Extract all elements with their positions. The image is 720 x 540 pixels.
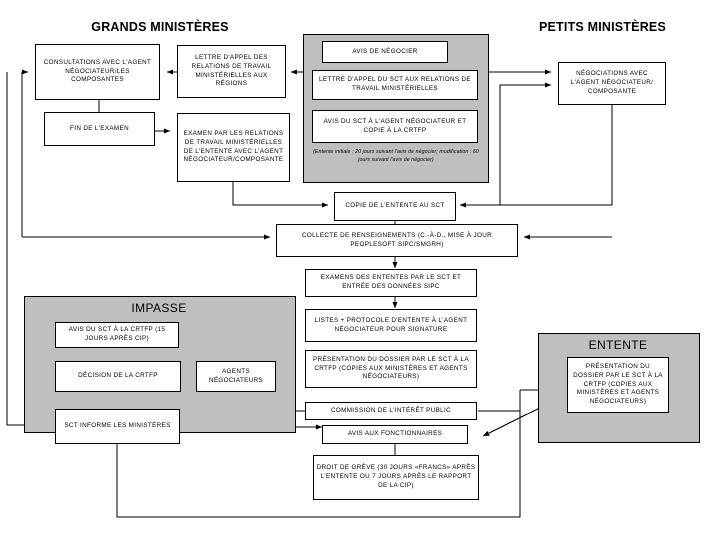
header-grands-ministeres: GRANDS MINISTÈRES [91, 20, 229, 34]
box-agents-negociateurs[interactable]: AGENTS NÉGOCIATEURS [196, 361, 276, 392]
box-lettre-appel-sct[interactable]: LETTRE D'APPEL DU SCT AUX RELATIONS DE T… [312, 70, 478, 100]
box-negociations-agent[interactable]: NÉGOCIATIONS AVEC L'AGENT NÉGOCIATEUR/ C… [558, 62, 666, 105]
box-droit-de-greve[interactable]: DROIT DE GRÈVE (30 JOURS «FRANCS» APRÈS … [313, 455, 479, 500]
box-presentation-dossier-entente[interactable]: PRÉSENTATION DU DOSSIER PAR LE SCT À LA … [567, 357, 669, 413]
box-commission-interet-public[interactable]: COMMISSION DE L'INTÉRÊT PUBLIC [305, 402, 477, 420]
box-consultations[interactable]: CONSULTATIONS AVEC L'AGENT NÉGOCIATEUR/L… [35, 44, 160, 100]
group-title-entente: ENTENTE [588, 338, 648, 352]
box-sct-informe-ministeres[interactable]: SCT INFORME LES MINISTÈRES [55, 409, 180, 444]
box-decision-crtfp[interactable]: DÉCISION DE LA CRTFP [55, 361, 181, 392]
box-copie-entente[interactable]: COPIE DE L'ENTENTE AU SCT [334, 192, 456, 221]
box-avis-de-negocier[interactable]: AVIS DE NÉGOCIER [322, 41, 448, 63]
box-avis-fonctionnaires[interactable]: AVIS AUX FONCTIONNAIRES [322, 425, 468, 444]
box-avis-sct-agent[interactable]: AVIS DU SCT À L'AGENT NÉGOCIATEUR ET COP… [312, 110, 478, 143]
box-examens-ententes[interactable]: EXAMENS DES ENTENTES PAR LE SCT ET ENTRÉ… [305, 269, 477, 297]
box-fin-examen[interactable]: FIN DE L'EXAMEN [44, 112, 155, 146]
note-delais: (Entente initiale : 20 jours suivant l'a… [313, 149, 479, 163]
box-examen-relations[interactable]: EXAMEN PAR LES RELATIONS DE TRAVAIL MINI… [177, 113, 290, 182]
box-collecte-renseignements[interactable]: COLLECTE DE RENSEIGNEMENTS (C.-À-D., MIS… [276, 224, 518, 257]
box-presentation-dossier[interactable]: PRÉSENTATION DU DOSSIER PAR LE SCT À LA … [305, 350, 477, 388]
header-petits-ministeres: PETITS MINISTÈRES [538, 20, 667, 34]
group-title-impasse: IMPASSE [131, 301, 187, 315]
box-lettre-appel-regions[interactable]: LETTRE D'APPEL DES RELATIONS DE TRAVAIL … [177, 45, 286, 98]
box-listes-protocole[interactable]: LISTES + PROTOCOLE D'ENTENTE À L'AGENT N… [305, 309, 477, 342]
box-avis-sct-crtfp[interactable]: AVIS DU SCT À LA CRTFP (15 JOURS APRÈS C… [55, 322, 179, 348]
